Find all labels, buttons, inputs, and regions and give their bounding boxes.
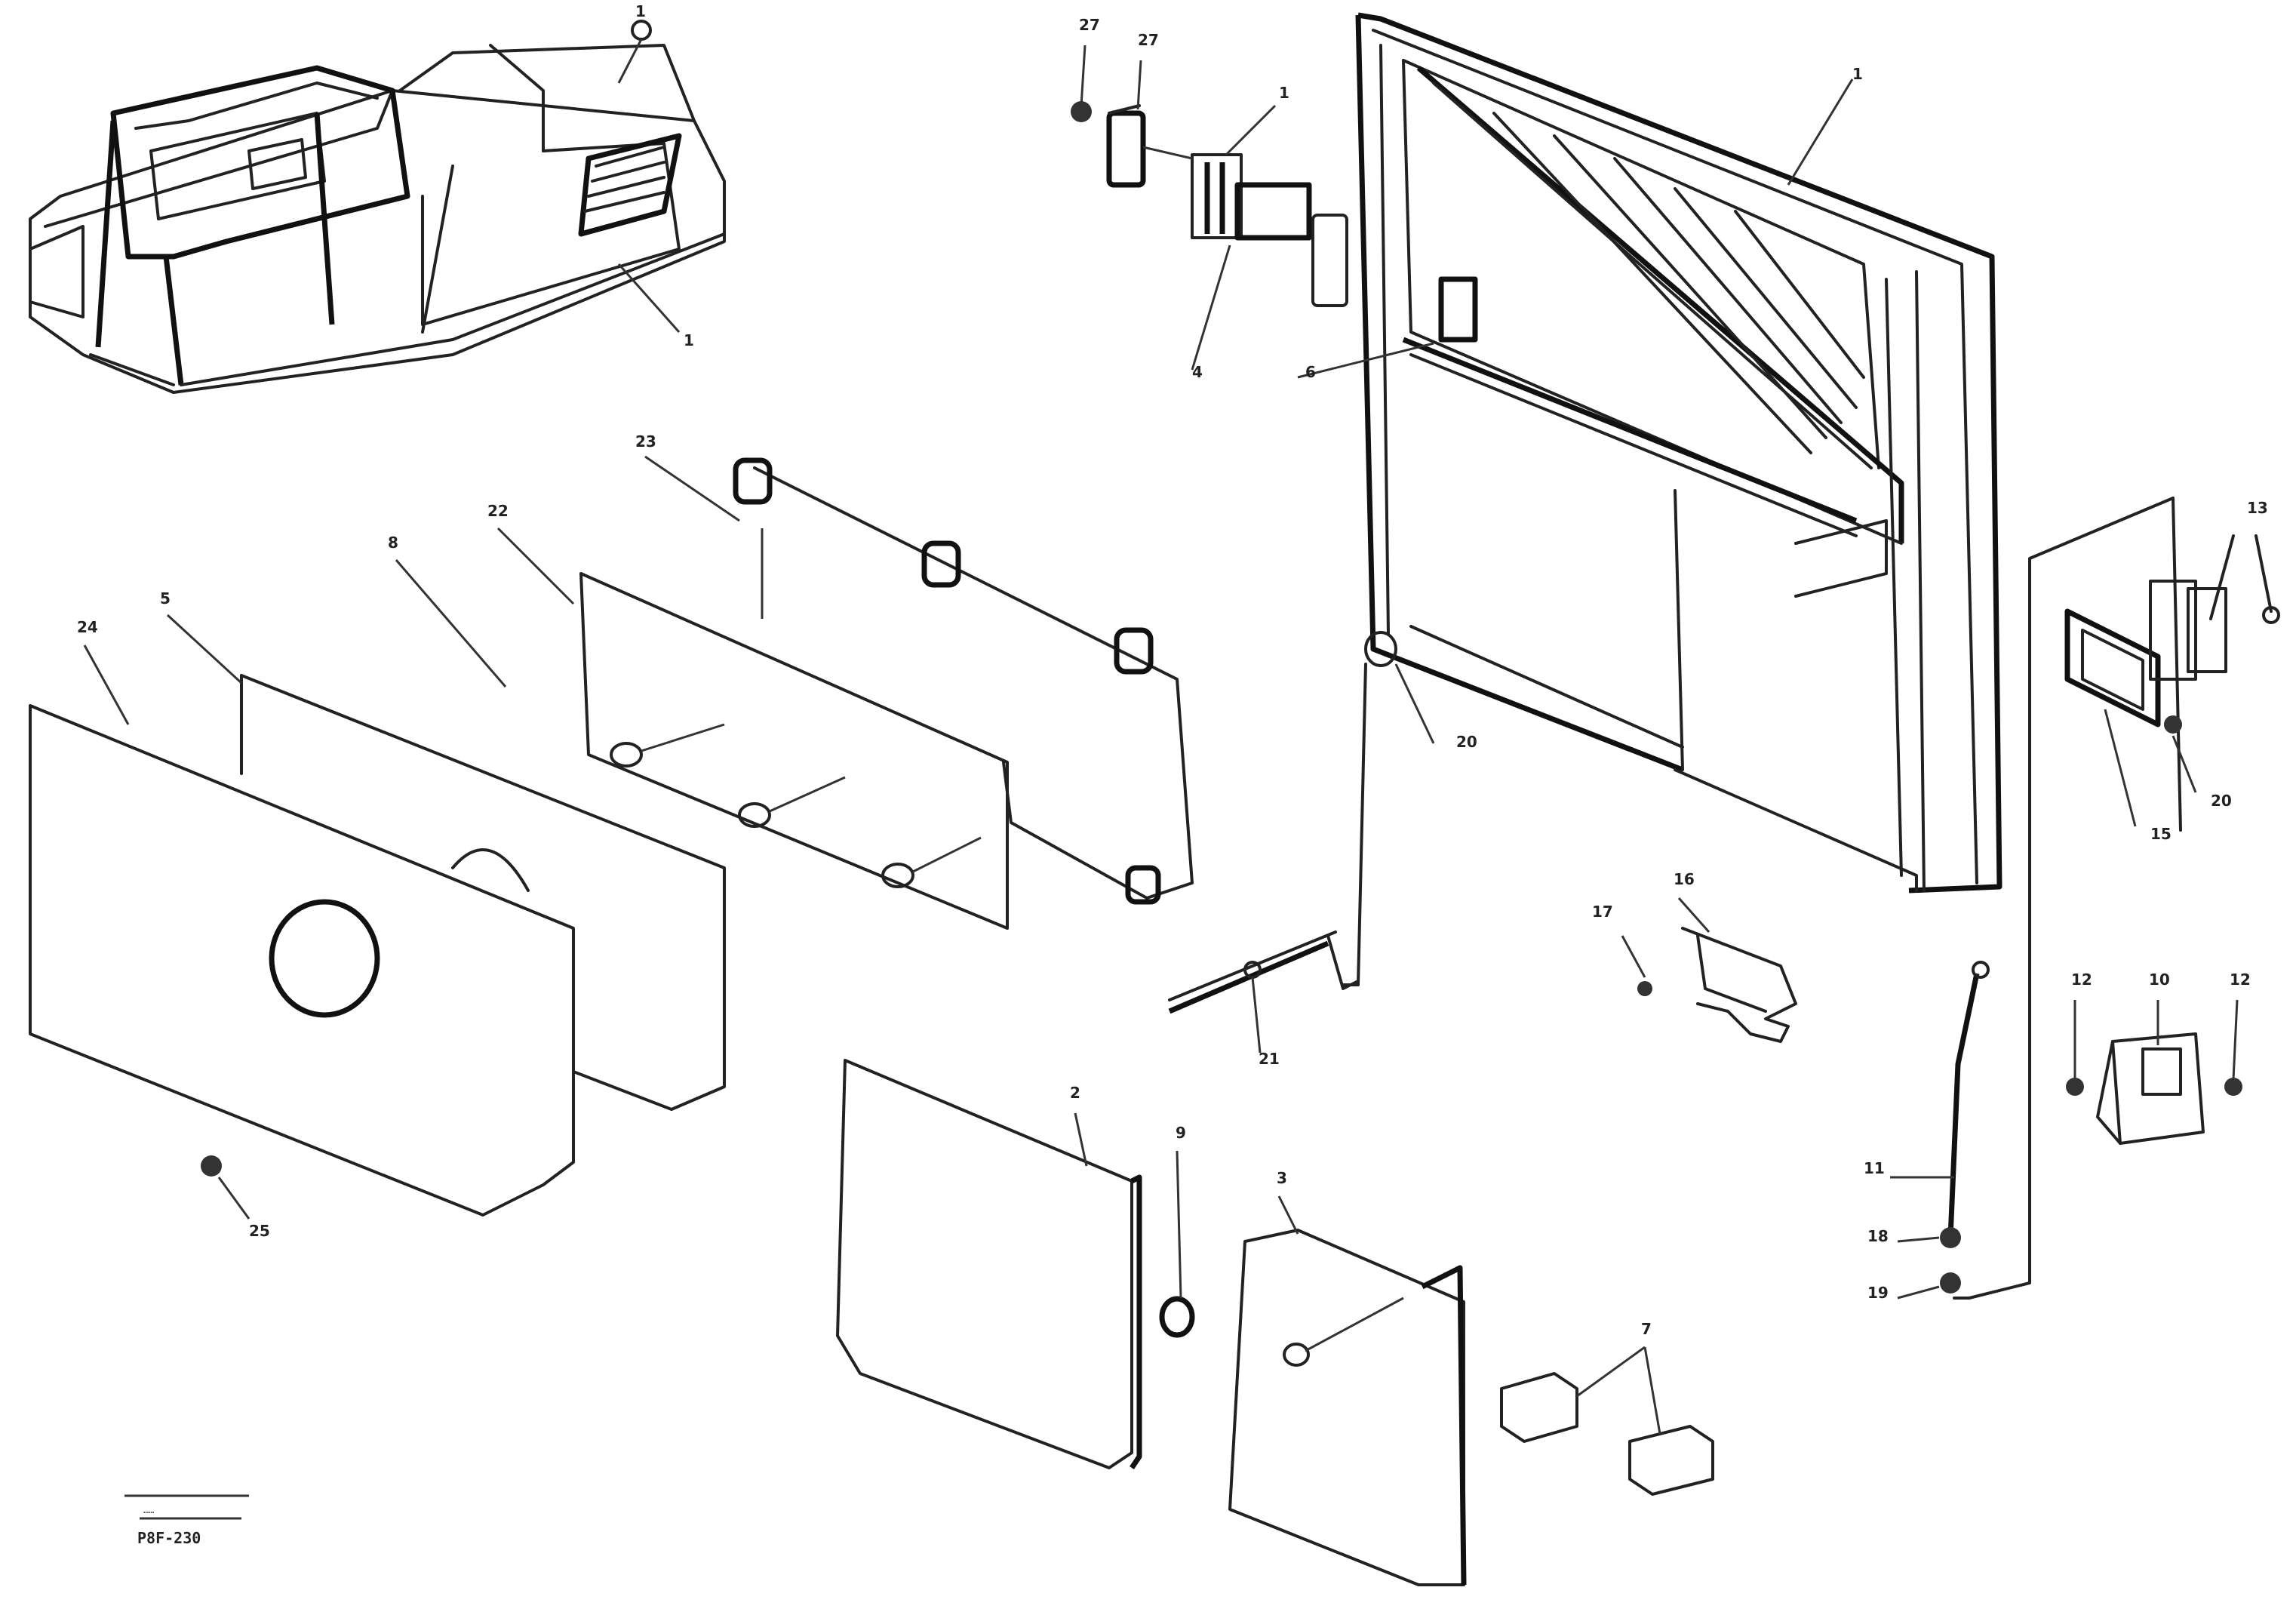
panel-22 [579,572,1009,930]
callout-c-hinge-1: 1 [1279,84,1289,102]
callout-c-23: 23 [635,432,656,451]
callout-c-hinge-4: 4 [1192,363,1203,381]
callout-c-24: 24 [77,618,98,636]
machine-overview [29,20,726,394]
callout-c-10: 10 [2149,971,2170,989]
leader-lines [83,455,1435,744]
latch-assembly [1953,497,2280,1300]
callout-c-25: 25 [249,1222,270,1240]
drawing-small-caption: …… [143,1505,154,1515]
callout-c-cab-1: 1 [635,2,646,20]
callout-c-20a: 20 [1456,733,1477,751]
panel-3 [1228,1195,1467,1586]
callout-c-8: 8 [388,534,398,552]
latch-rod [1168,931,1360,1054]
callout-c-21: 21 [1259,1050,1280,1068]
door-frame [1297,12,2002,986]
callout-c-15: 15 [2150,825,2172,843]
bracket-16 [1621,897,1797,1043]
callout-c-latch-6: 6 [1305,363,1316,381]
lock-assembly [2066,999,2242,1145]
callout-c-3: 3 [1277,1169,1287,1187]
callout-c-27b: 27 [1138,31,1159,49]
callout-c-5: 5 [160,589,171,608]
panel-23 [733,457,1194,905]
callout-c-9: 9 [1176,1124,1186,1142]
callout-c-7: 7 [1641,1320,1652,1338]
callout-c-2: 2 [1070,1084,1080,1102]
drawing-code-block: …… P8F-230 [124,1494,249,1547]
callout-c-frame-1: 1 [1852,65,1863,83]
pads-7 [1500,1346,1714,1496]
callout-c-19: 19 [1867,1284,1889,1302]
callout-c-11: 11 [1864,1159,1885,1177]
drawing-code: P8F-230 [137,1529,201,1547]
callout-c-22: 22 [487,502,509,520]
rod-assembly [1890,961,1990,1300]
washer-9 [1159,1150,1195,1338]
callout-c-13-top: 13 [2247,499,2268,517]
callout-c-12a: 12 [2071,971,2092,989]
callout-c-12b: 12 [2230,971,2251,989]
hinge-bracket [1071,45,1348,371]
callout-c-20b: 20 [2211,792,2232,810]
panel-5 [240,674,726,1111]
callout-c-17: 17 [1592,903,1613,921]
callout-c-18: 18 [1867,1227,1889,1245]
callout-c-16: 16 [1674,870,1695,888]
panel-2 [836,1059,1142,1469]
bolt-25 [201,1155,251,1220]
callout-c-cab-2: 1 [684,331,694,349]
callout-c-27a: 27 [1079,16,1100,34]
panel-24 [29,704,575,1217]
